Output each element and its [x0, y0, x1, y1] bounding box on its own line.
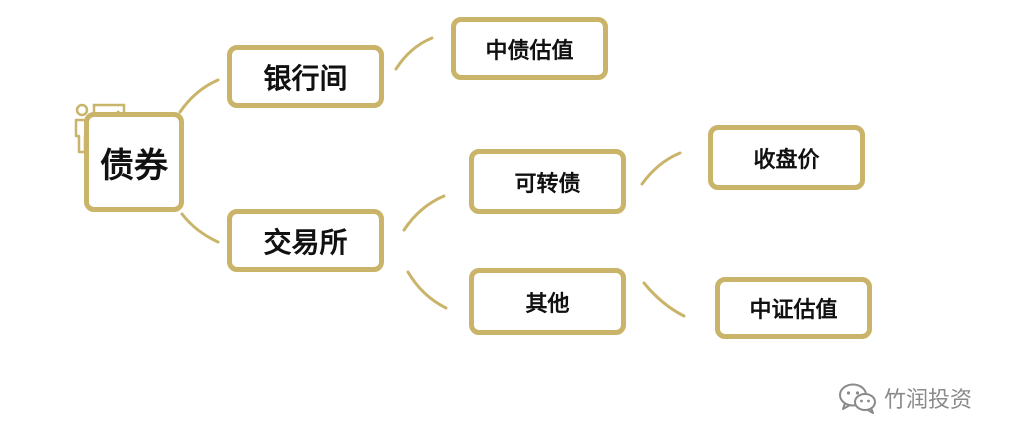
node-convertible-bond: 可转债 [469, 149, 626, 214]
connector-exchange-convertible [402, 194, 446, 232]
connector-root-exchange [180, 212, 220, 244]
node-closing-price: 收盘价 [708, 125, 865, 190]
node-exchange-label: 交易所 [263, 225, 348, 259]
node-other-label: 其他 [525, 291, 570, 317]
node-interbank-label: 银行间 [263, 61, 348, 95]
watermark-text: 竹润投资 [884, 388, 973, 413]
node-csi-valuation-label: 中证估值 [749, 298, 838, 323]
node-root: 债券 [84, 112, 184, 212]
node-convertible-bond-label: 可转债 [514, 171, 581, 197]
wechat-icon [839, 383, 876, 414]
node-other: 其他 [469, 268, 626, 335]
connector-interbank-chinabond [394, 36, 434, 71]
connector-exchange-other [406, 270, 448, 310]
connector-other-csi [642, 281, 686, 318]
node-chinabond-valuation-label: 中债估值 [485, 38, 574, 64]
connector-convertible-closing [640, 151, 682, 186]
node-csi-valuation: 中证估值 [715, 277, 872, 339]
node-exchange: 交易所 [227, 209, 384, 272]
node-closing-price-label: 收盘价 [753, 147, 820, 173]
connector-root-interbank [178, 78, 220, 114]
watermark: 竹润投资 [838, 382, 972, 414]
node-interbank: 银行间 [227, 45, 384, 108]
node-chinabond-valuation: 中债估值 [451, 17, 608, 80]
node-root-label: 债券 [100, 145, 168, 186]
